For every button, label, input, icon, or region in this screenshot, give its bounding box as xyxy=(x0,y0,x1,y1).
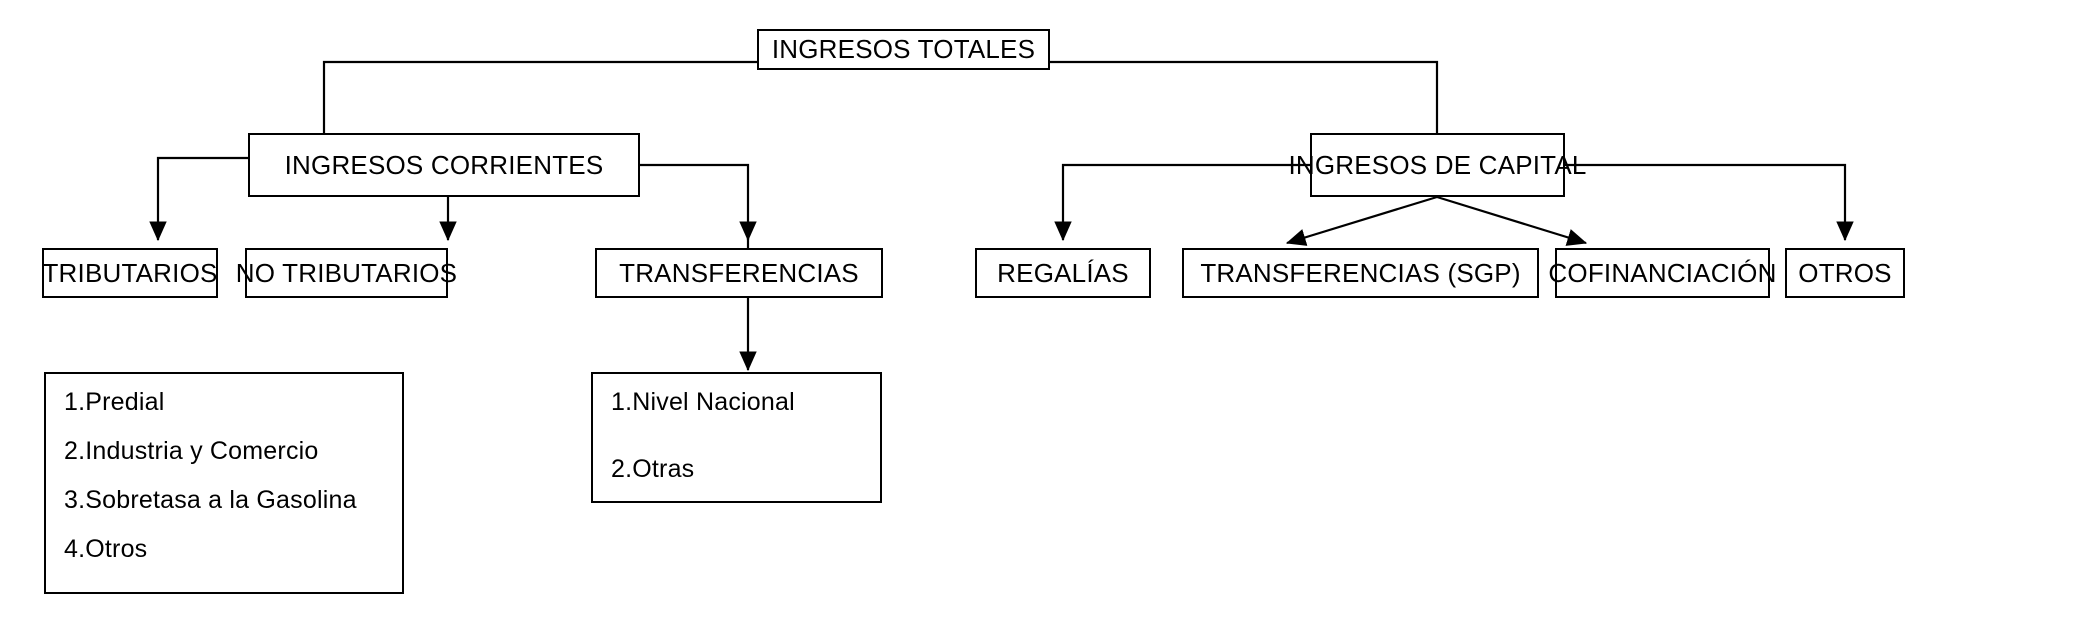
node-tributarios-label: TRIBUTARIOS xyxy=(42,257,218,288)
node-transferencias-sgp[interactable]: TRANSFERENCIAS (SGP) xyxy=(1182,248,1539,298)
connector-capital-to-cofinanciacion xyxy=(1436,195,1588,246)
list-item: 2.Industria y Comercio xyxy=(64,437,319,465)
node-ingresos-de-capital[interactable]: INGRESOS DE CAPITAL xyxy=(1288,133,1586,197)
node-transferencias-label: TRANSFERENCIAS xyxy=(619,257,859,288)
list-item: 2.Otras xyxy=(611,455,695,483)
node-otros[interactable]: OTROS xyxy=(1785,248,1905,298)
node-transferencias[interactable]: TRANSFERENCIAS xyxy=(595,248,883,298)
node-ingresos-totales[interactable]: INGRESOS TOTALES xyxy=(757,29,1050,70)
connector-corrientes-to-tributarios xyxy=(149,156,248,242)
node-ingresos-totales-label: INGRESOS TOTALES xyxy=(771,34,1036,65)
node-ingresos-corrientes[interactable]: INGRESOS CORRIENTES xyxy=(248,133,640,197)
node-otros-label: OTROS xyxy=(1798,257,1892,288)
node-regalias-label: REGALÍAS xyxy=(997,257,1129,288)
connector-capital-to-transferencias-sgp xyxy=(1285,195,1438,246)
connector-capital-to-regalias xyxy=(1054,163,1310,242)
node-cofinanciacion[interactable]: COFINANCIACIÓN xyxy=(1548,248,1776,298)
detail-box-transferencias[interactable]: 1.Nivel Nacional 2.Otras xyxy=(591,372,882,503)
node-tributarios[interactable]: TRIBUTARIOS xyxy=(42,248,218,298)
list-item: 3.Sobretasa a la Gasolina xyxy=(64,486,357,514)
connector-corrientes-to-transferencias xyxy=(640,163,757,242)
list-item: 1.Predial xyxy=(64,388,165,416)
connector-capital-to-otros xyxy=(1565,163,1854,242)
node-regalias[interactable]: REGALÍAS xyxy=(975,248,1151,298)
node-ingresos-corrientes-label: INGRESOS CORRIENTES xyxy=(284,149,604,180)
list-item: 4.Otros xyxy=(64,535,148,563)
node-transferencias-sgp-label: TRANSFERENCIAS (SGP) xyxy=(1200,257,1521,288)
connector-root-to-corrientes xyxy=(322,60,757,133)
node-no-tributarios[interactable]: NO TRIBUTARIOS xyxy=(236,248,457,298)
detail-box-tributarios[interactable]: 1.Predial 2.Industria y Comercio 3.Sobre… xyxy=(44,372,404,594)
list-item: 1.Nivel Nacional xyxy=(611,388,795,416)
node-no-tributarios-label: NO TRIBUTARIOS xyxy=(235,257,458,288)
connector-root-to-capital xyxy=(1050,60,1439,133)
node-ingresos-de-capital-label: INGRESOS DE CAPITAL xyxy=(1288,149,1587,180)
node-cofinanciacion-label: COFINANCIACIÓN xyxy=(1548,257,1777,288)
